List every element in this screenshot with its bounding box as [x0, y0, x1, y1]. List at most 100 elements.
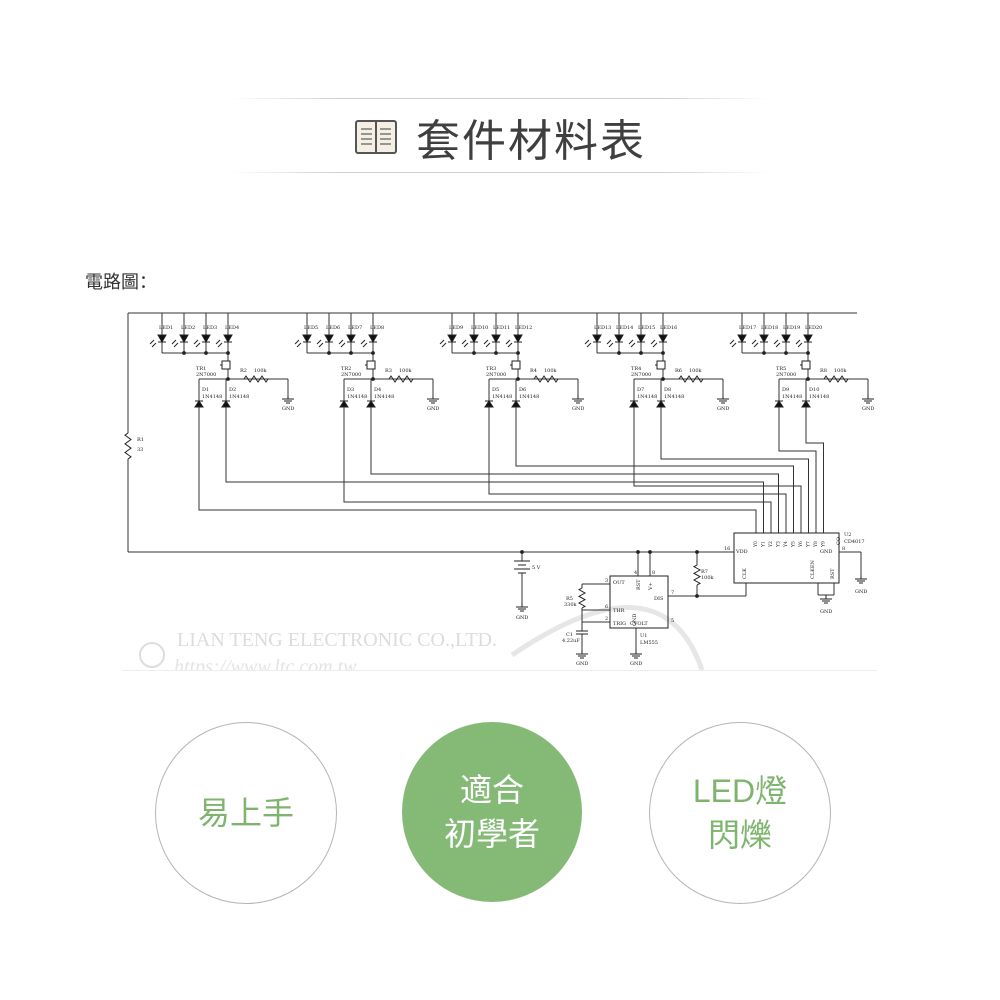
- ground-label: GND: [630, 661, 642, 667]
- resistor-value: 100k: [689, 368, 703, 374]
- feature-line: 易上手: [197, 795, 294, 831]
- diode-part: 1N4148: [202, 394, 222, 400]
- led: [447, 334, 457, 344]
- ic-cd4017: [733, 532, 840, 584]
- led: [201, 334, 211, 344]
- led: [513, 334, 523, 344]
- transistor-part: 2N7000: [631, 372, 651, 378]
- led: [759, 334, 769, 344]
- diode-d9: [774, 400, 784, 408]
- pin-label: CLK: [742, 568, 748, 579]
- resistor-value: 330k: [564, 602, 578, 608]
- signal-trace: [370, 407, 779, 527]
- junction-dot: [520, 550, 524, 554]
- diode-d2: [221, 400, 231, 408]
- junction-dot: [204, 351, 208, 355]
- resistor-label: R4: [530, 368, 537, 374]
- transistor-label: TR1: [196, 366, 206, 372]
- junction-dot: [695, 594, 699, 598]
- ic-label: U2: [844, 532, 851, 538]
- led-light: [360, 339, 366, 345]
- ground-label: GND: [820, 609, 832, 615]
- pin-label: GND: [632, 614, 638, 626]
- led: [803, 334, 813, 344]
- diode-d8: [656, 400, 666, 408]
- output-label: Y0: [753, 541, 759, 548]
- led-label: LED6: [326, 325, 340, 331]
- led-light: [340, 342, 346, 348]
- led-label: LED2: [181, 325, 195, 331]
- ground-label: GND: [576, 661, 588, 667]
- junction-dot: [639, 351, 643, 355]
- led-light: [149, 339, 155, 345]
- pin-label: RST: [830, 568, 836, 579]
- led-light: [483, 339, 489, 345]
- led-light: [171, 339, 177, 345]
- pin-number: 16: [724, 546, 730, 552]
- junction-dot: [661, 351, 665, 355]
- capacitor-value: 4.22uF: [562, 638, 580, 644]
- pin-label: GND: [820, 549, 832, 555]
- led-label: LED4: [225, 325, 239, 331]
- pin-number: 8: [842, 546, 845, 552]
- signal-trace: [225, 407, 764, 527]
- resistor-r8: [823, 375, 849, 383]
- pin-label: RST: [636, 579, 642, 590]
- signal-trace: [198, 407, 757, 527]
- ground-label: GND: [427, 406, 439, 412]
- transistor-tr3: [511, 360, 521, 370]
- output-label: Y8: [813, 541, 819, 548]
- led-light: [441, 342, 447, 348]
- led-light: [652, 342, 658, 348]
- ground-label: GND: [572, 406, 584, 412]
- led: [614, 334, 624, 344]
- led-label: LED1: [159, 325, 173, 331]
- output-label: Y4: [783, 541, 789, 548]
- signal-trace: [778, 407, 817, 527]
- led-label: LED15: [638, 325, 655, 331]
- led-light: [507, 342, 513, 348]
- junction-dot: [226, 377, 230, 381]
- led: [302, 334, 312, 344]
- led-light: [173, 342, 179, 348]
- led-label: LED9: [449, 325, 463, 331]
- led: [469, 334, 479, 344]
- led-light: [215, 339, 221, 345]
- led-light: [731, 342, 737, 348]
- diode-part: 1N4148: [809, 394, 829, 400]
- watermark-logo: [139, 642, 165, 668]
- led-light: [318, 342, 324, 348]
- resistor-r6: [678, 375, 704, 383]
- led-light: [193, 339, 199, 345]
- diode-part: 1N4148: [664, 394, 684, 400]
- led: [491, 334, 501, 344]
- diode-part: 1N4148: [374, 394, 394, 400]
- transistor-tr2: [366, 360, 376, 370]
- led: [658, 334, 668, 344]
- led: [223, 334, 233, 344]
- diode-d1: [194, 400, 204, 408]
- resistor-value: 100k: [399, 368, 413, 374]
- led-label: LED11: [493, 325, 510, 331]
- resistor-value: 100k: [254, 368, 268, 374]
- transistor-part: 2N7000: [196, 372, 216, 378]
- junction-dot: [516, 351, 520, 355]
- led-label: LED18: [761, 325, 778, 331]
- led: [368, 334, 378, 344]
- resistor-r2: [243, 375, 269, 383]
- diode-label: D4: [374, 387, 381, 393]
- feature-line: LED燈: [692, 773, 788, 809]
- resistor-r5: [577, 587, 587, 609]
- resistor-label: R8: [820, 368, 827, 374]
- led-light: [461, 339, 467, 345]
- junction-dot: [784, 351, 788, 355]
- led: [781, 334, 791, 344]
- output-label: Y9: [821, 541, 827, 548]
- led: [636, 334, 646, 344]
- led-light: [608, 342, 614, 348]
- junction-dot: [182, 351, 186, 355]
- pin-label: CVOLT: [630, 621, 648, 627]
- led-light: [296, 342, 302, 348]
- junction-dot: [371, 377, 375, 381]
- led-light: [338, 339, 344, 345]
